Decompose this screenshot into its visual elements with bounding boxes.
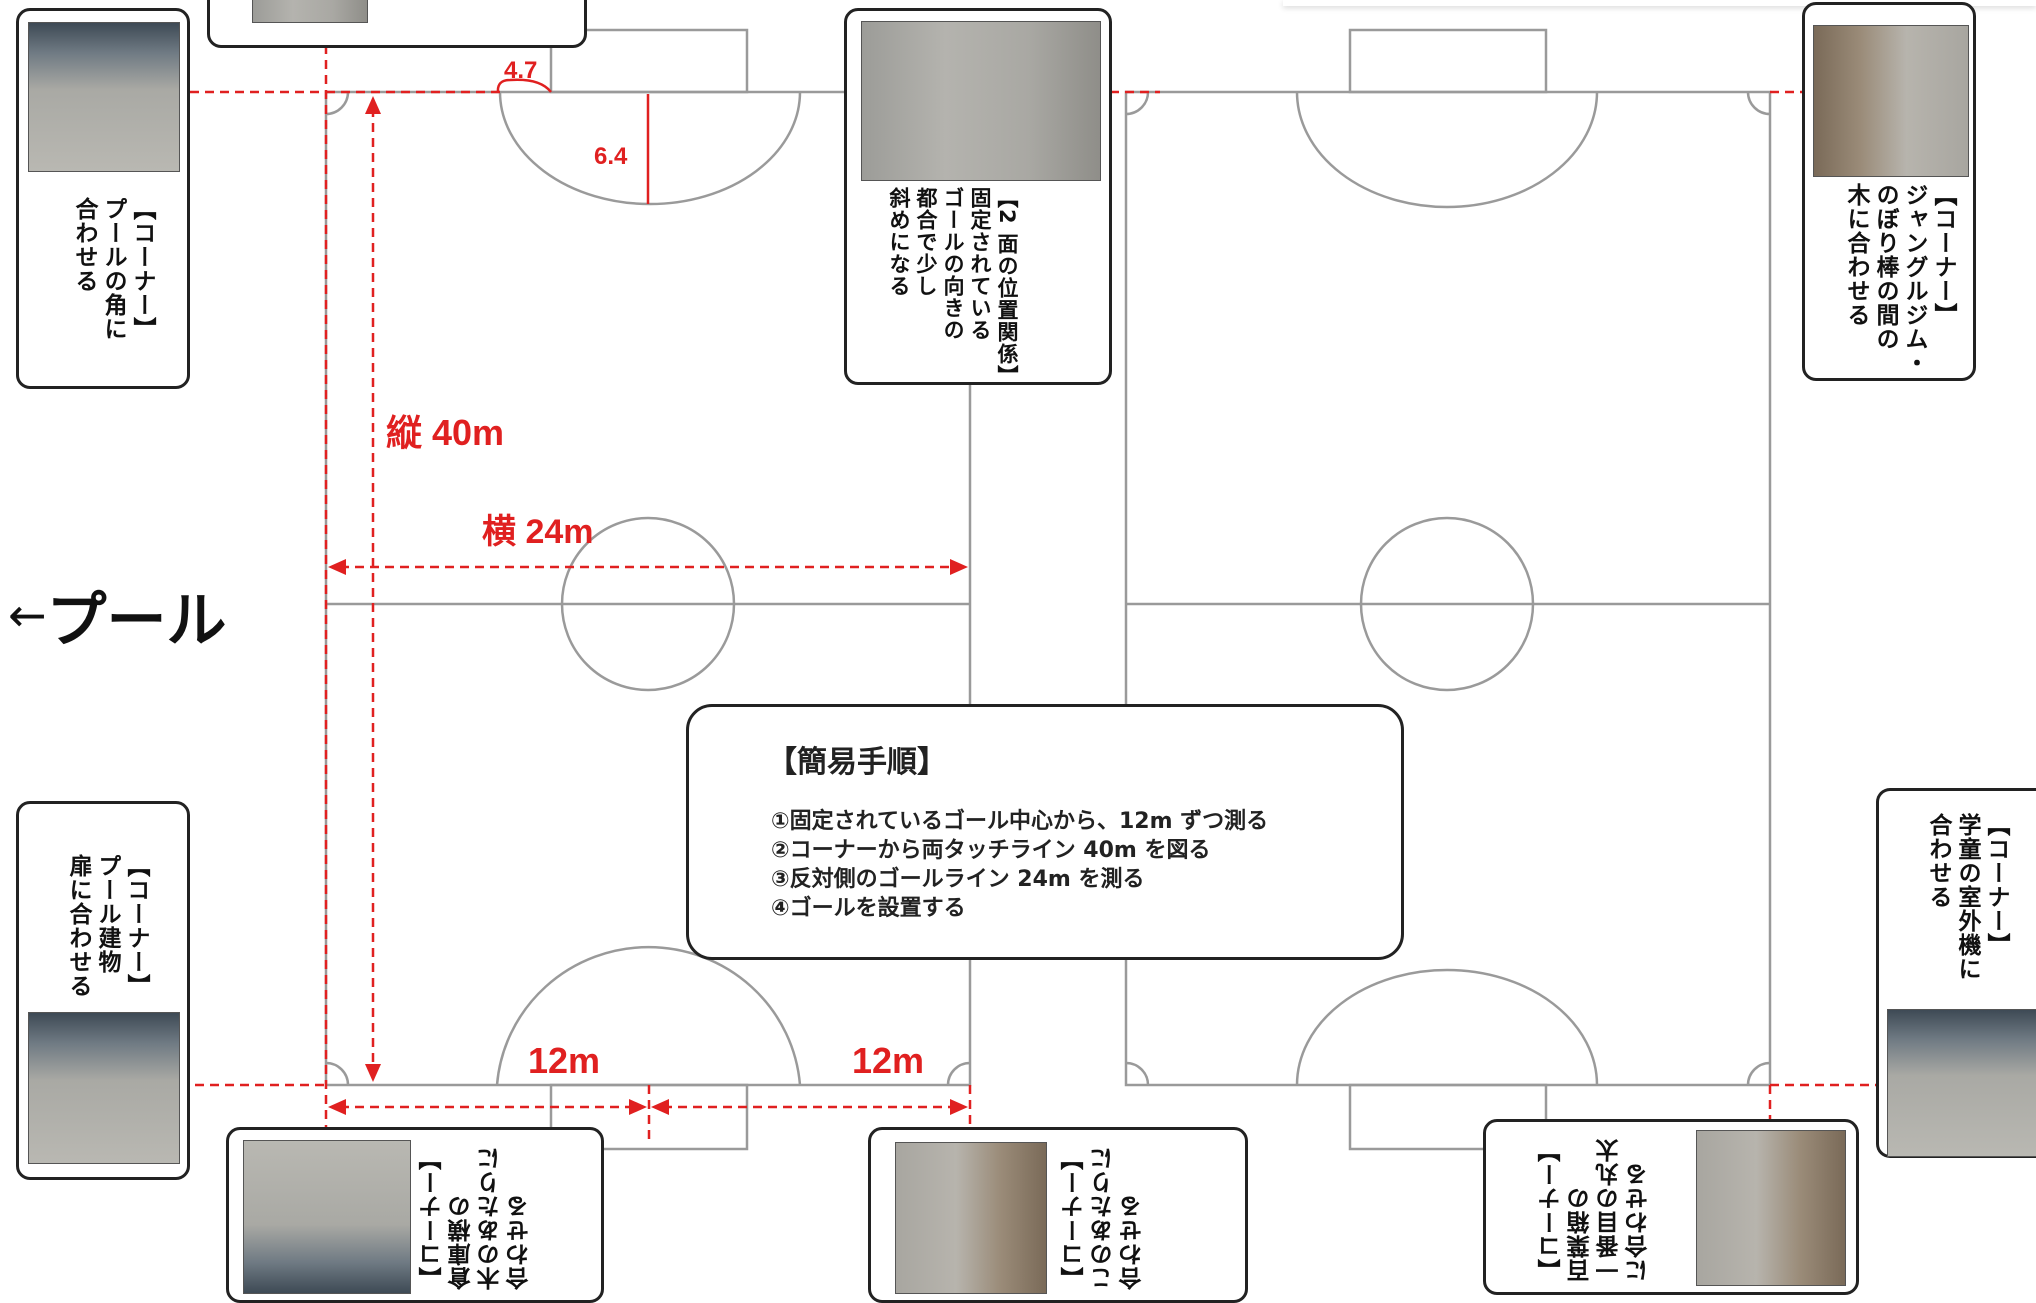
arrowhead <box>328 1099 346 1115</box>
left-pitch-top-penalty-arc <box>498 91 802 206</box>
corner-note-top-left: 【コーナー】 プールの角に 合わせる <box>16 8 190 389</box>
left-pitch-corner-arc <box>325 1061 350 1086</box>
arc-4.7-mark <box>496 78 552 93</box>
corner-photo <box>28 1012 180 1164</box>
procedure-step: ③反対側のゴールライン 24m を測る <box>771 867 1145 892</box>
procedure-step: ②コーナーから両タッチライン 40m を図る <box>771 838 1211 863</box>
arrowhead <box>365 96 381 114</box>
top-left-partial-card <box>207 0 587 48</box>
corner-note-mid-right: 【コーナー】 学童の室外機に 合わせる <box>1876 788 2036 1158</box>
right-pitch-top-penalty-arc <box>1295 91 1599 209</box>
arrowhead <box>365 1064 381 1082</box>
corner-note-bottom-middle: 【コーナー】 このあたりに 合わせる <box>868 1127 1248 1303</box>
corner-photo <box>1813 25 1969 177</box>
arrowhead <box>629 1099 647 1115</box>
corner-photo <box>28 22 180 172</box>
left-arrow-icon: ← <box>8 588 47 642</box>
corner-photo <box>252 0 368 23</box>
goal-12m-right-label: 12m <box>852 1040 924 1081</box>
arrowhead <box>328 559 346 575</box>
arrowhead <box>950 559 968 575</box>
corner-note-text: 【コーナー】 ジャングルジム・ のぼり棒の間の 木に合わせる <box>1843 183 1956 375</box>
corner-photo <box>1887 1009 2036 1157</box>
pool-label-text: プール <box>46 586 227 656</box>
procedure-title: 【簡易手順】 <box>767 745 947 780</box>
right-pitch-corner-arc <box>1125 1061 1150 1086</box>
procedure-box: 【簡易手順】 ①固定されているゴール中心から、12m ずつ測る ②コーナーから両… <box>686 704 1404 960</box>
arc-4.7-label: 4.7 <box>504 57 537 84</box>
corner-photo <box>895 1142 1047 1294</box>
arrowhead <box>651 1099 669 1115</box>
right-pitch-corner-arc <box>1746 1061 1771 1086</box>
vertical-40m-label: 縦 40m <box>386 412 504 453</box>
pool-direction-label: ←プール <box>8 572 227 659</box>
arc-6.4-label: 6.4 <box>594 143 628 170</box>
right-pitch-corner-arc <box>1125 91 1150 116</box>
corner-note-top-right: 【コーナー】 ジャングルジム・ のぼり棒の間の 木に合わせる <box>1802 2 1976 381</box>
corner-note-text: 【コーナー】 百葉箱の 一番目の丸太 に合わせる <box>1539 1138 1652 1282</box>
goal-photo <box>861 21 1101 181</box>
left-pitch-corner-arc <box>946 1061 971 1086</box>
procedure-step: ④ゴールを設置する <box>771 896 966 921</box>
corner-note-text: 【コーナー】 倉庫横の 木のあたりに 合わせる <box>420 1146 533 1290</box>
goal-12m-left-label: 12m <box>528 1040 600 1081</box>
corner-note-text: 【コーナー】 このあたりに 合わせる <box>1062 1146 1146 1290</box>
corner-note-text: 【コーナー】 プール建物 扉に合わせる <box>65 854 149 998</box>
procedure-step: ①固定されているゴール中心から、12m ずつ測る <box>771 809 1269 834</box>
left-pitch-top-goal <box>549 28 749 94</box>
position-note-top-middle: 【2 面の位置関係】 固定されている ゴールの向きの 都合で少し 斜めになる <box>844 8 1112 387</box>
left-pitch-corner-arc <box>325 91 350 116</box>
right-pitch-bottom-goal <box>1348 1083 1548 1151</box>
corner-photo <box>1696 1130 1846 1286</box>
horizontal-24m-label: 横 24m <box>482 513 594 551</box>
corner-note-bottom-left: 【コーナー】 倉庫横の 木のあたりに 合わせる <box>226 1127 604 1303</box>
top-right-panel-edge <box>1283 0 2036 6</box>
corner-note-mid-left: 【コーナー】 プール建物 扉に合わせる <box>16 801 190 1180</box>
right-pitch-center-circle <box>1359 516 1535 692</box>
arrowhead <box>950 1099 968 1115</box>
position-note-text: 【2 面の位置関係】 固定されている ゴールの向きの 都合で少し 斜めになる <box>887 187 1019 387</box>
left-pitch-center-circle <box>560 516 736 692</box>
right-pitch-bottom-penalty-arc <box>1295 968 1599 1086</box>
corner-note-bottom-right: 【コーナー】 百葉箱の 一番目の丸太 に合わせる <box>1483 1119 1859 1295</box>
left-pitch-bottom-penalty-arc <box>495 945 802 1086</box>
corner-photo <box>243 1140 411 1294</box>
right-pitch-corner-arc <box>1746 91 1771 116</box>
right-pitch-top-goal <box>1348 28 1548 94</box>
corner-note-text: 【コーナー】 プールの角に 合わせる <box>71 197 155 341</box>
corner-note-text: 【コーナー】 学童の室外機に 合わせる <box>1925 813 2009 981</box>
